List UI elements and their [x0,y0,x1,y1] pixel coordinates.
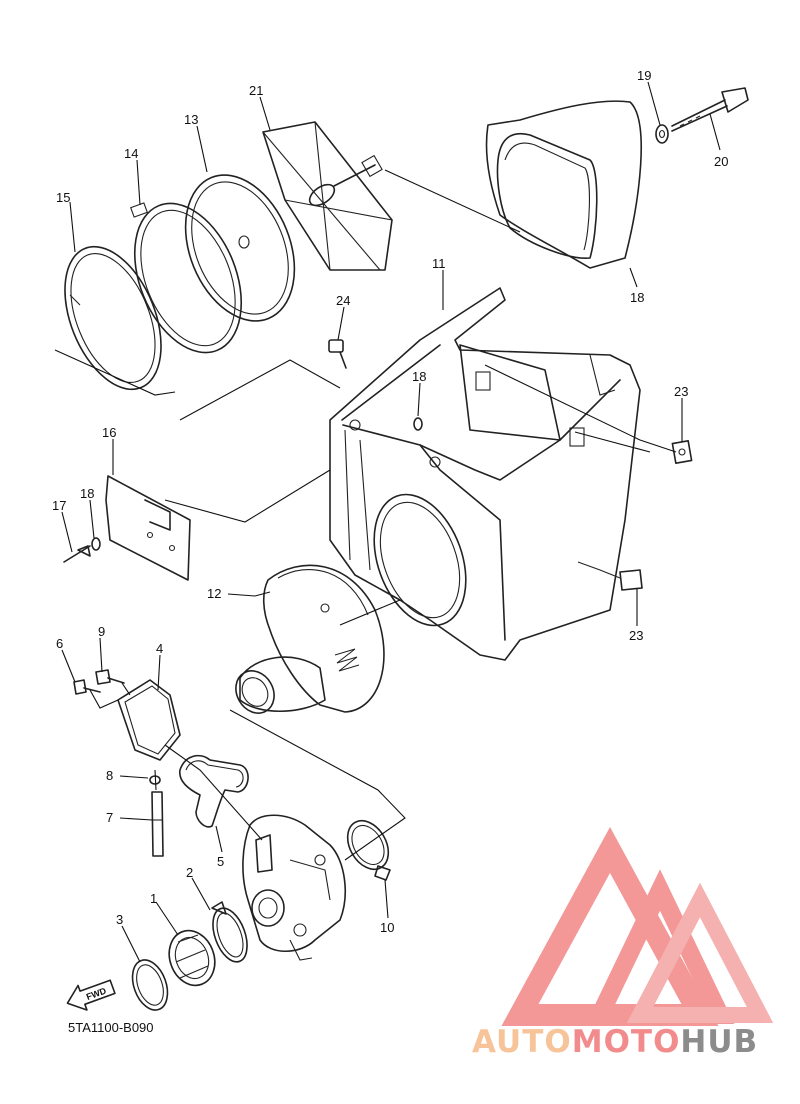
callout-1: 1 [150,891,157,906]
part-6-bolt [73,679,101,695]
callout-3: 3 [116,912,123,927]
part-5-gasket [179,754,249,828]
part-16-plate [105,475,191,581]
callout-8: 8 [106,768,113,783]
part-19-filter-foam [485,100,642,269]
part-14-ring [130,202,243,354]
part-15-filter-cage [64,245,162,391]
callout-6: 6 [56,636,63,651]
callout-18-upper: 18 [412,369,426,384]
callout-9: 9 [98,624,105,639]
callout-11: 11 [432,256,446,271]
callout-14: 14 [124,146,138,161]
callout-20: 19 [637,68,651,83]
callout-21: 20 [714,154,728,169]
callout-19: 18 [630,290,644,305]
callout-2: 2 [186,865,193,880]
watermark-auto: AUTO [472,1024,572,1060]
part-11-air-box [329,287,641,661]
callout-15: 15 [56,190,70,205]
part-24-screw [328,339,347,369]
part-13-filter-element [184,174,296,322]
callout-leaders [61,81,721,963]
watermark-moto: MOTO [572,1024,681,1060]
callout-23-upper: 23 [674,384,688,399]
carburetor-body [242,814,346,961]
watermark-hub: HUB [680,1024,758,1060]
callout-4: 4 [156,641,163,656]
callout-24: 24 [336,293,350,308]
callout-13: 13 [184,112,198,127]
part-10-clamp [346,819,391,881]
part-3-clamp [131,959,169,1011]
callout-5: 5 [217,854,224,869]
part-2-clamp [211,901,248,963]
part-18-washer-lower [91,537,101,551]
part-17-bolt [63,545,91,563]
part-9-bolt [95,669,125,685]
part-22-filter-guide [262,121,393,271]
assembly-lines [54,169,677,861]
part-1-joint [168,929,216,987]
callout-17: 17 [52,498,66,513]
callout-23-lower: 23 [629,628,643,643]
part-18-washer-upper [413,417,423,431]
part-20-washer [655,124,669,144]
diagram-code: 5TA1100-B090 [68,1020,154,1035]
callout-12: 12 [207,586,221,601]
part-7-pipe [151,791,164,857]
fwd-arrow: FWD [66,979,116,1011]
callout-7: 7 [106,810,113,825]
part-4-joint [117,679,181,761]
part-21-wing-bolt [671,87,749,132]
part-23-clip-lower [577,561,643,591]
watermark-logo [501,827,774,1026]
callout-22: 21 [249,83,263,98]
part-23-clip-upper [671,439,693,465]
callout-labels: 15 14 13 21 19 20 18 11 24 18 23 23 16 1… [52,68,728,935]
callout-16: 16 [102,425,116,440]
callout-10: 10 [380,920,394,935]
part-12-intake-duct [235,564,385,714]
callout-18-lower: 18 [80,486,94,501]
watermark-text: AUTOMOTOHUB [472,1024,758,1060]
